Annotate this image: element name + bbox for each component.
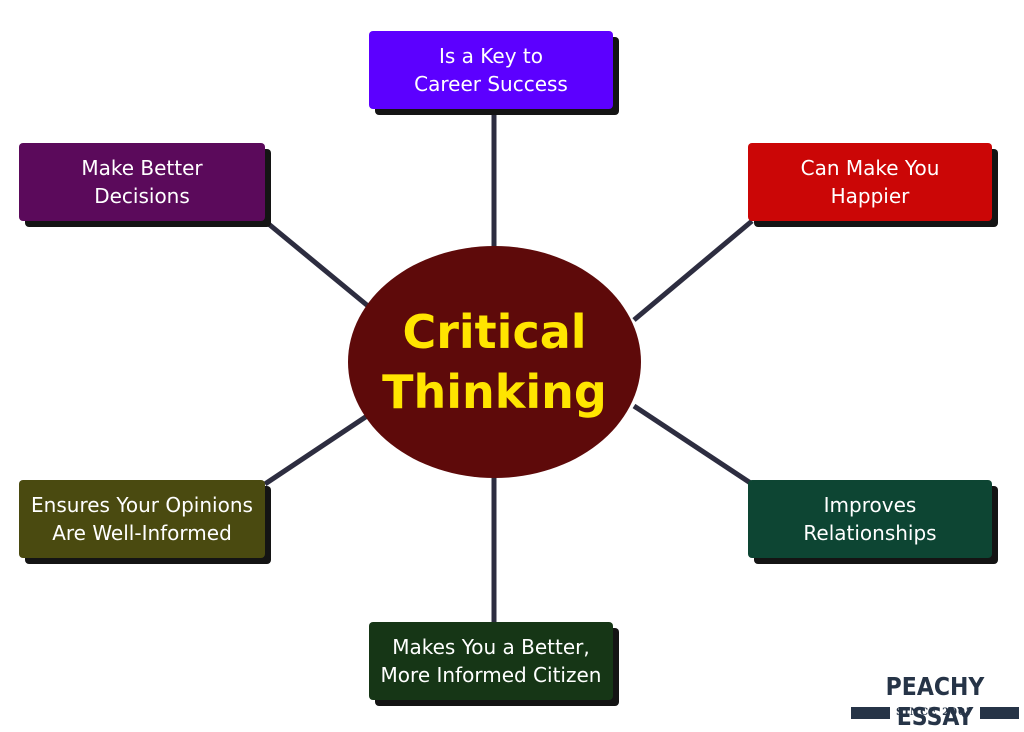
- connector-tr: [632, 219, 754, 322]
- node-happier: Can Make You Happier: [748, 143, 992, 221]
- node-better-citizen: Makes You a Better, More Informed Citize…: [369, 622, 613, 700]
- node-well-informed: Ensures Your Opinions Are Well-Informed: [19, 480, 265, 558]
- center-node-critical-thinking: Critical Thinking: [348, 246, 641, 478]
- logo-since-text: SINCE 2007: [896, 707, 974, 718]
- node-relationships: Improves Relationships: [748, 480, 992, 558]
- logo-bar-left: [851, 707, 891, 719]
- connector-bl: [263, 411, 372, 487]
- peachy-essay-logo: PEACHY ESSAY SINCE 2007: [851, 672, 1019, 731]
- logo-since-bar: SINCE 2007: [851, 707, 1019, 719]
- node-career-success: Is a Key to Career Success: [369, 31, 613, 109]
- logo-name: PEACHY ESSAY: [885, 672, 985, 731]
- connector-tl: [263, 219, 370, 308]
- node-better-decisions: Make Better Decisions: [19, 143, 265, 221]
- logo-bar-right: [979, 707, 1019, 719]
- connector-br: [632, 403, 754, 487]
